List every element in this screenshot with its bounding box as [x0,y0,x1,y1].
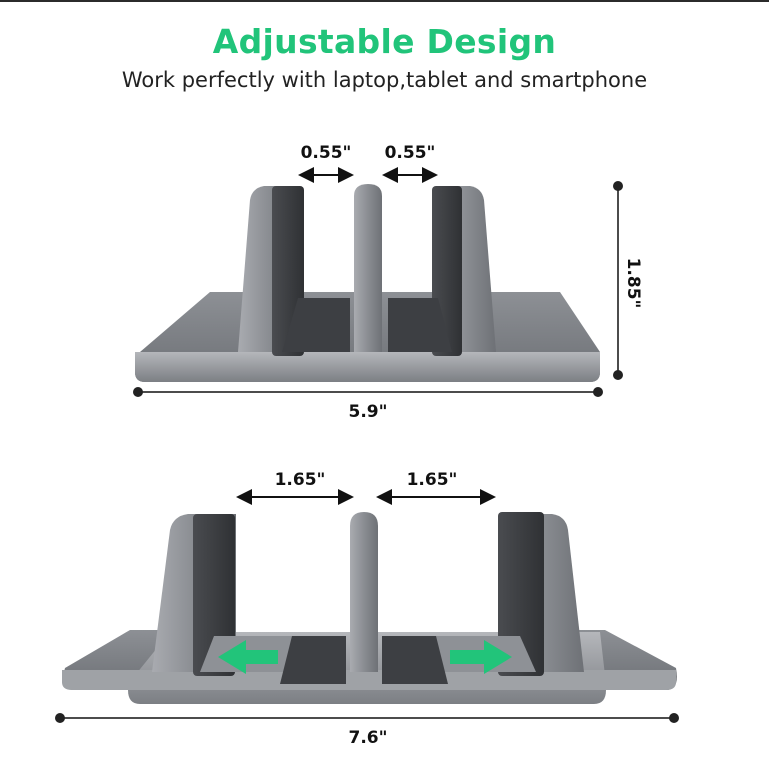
bottom-gap-right-label: 1.65" [407,470,458,490]
page-title: Adjustable Design [212,22,557,61]
bottom-width-label: 7.6" [349,728,388,748]
top-stand-slot-right [388,298,452,352]
adjust-right-arrow-icon [450,640,512,674]
bottom-gap-left-label: 1.65" [275,470,326,490]
top-width-dot-right [593,387,603,397]
top-border-line [0,0,769,2]
top-height-dot-bottom [613,370,623,380]
top-stand-center-upright [354,184,382,352]
bottom-stand-right-pad [498,512,544,676]
top-gap-right-label: 0.55" [385,143,436,163]
bottom-width-dot-left [55,713,65,723]
top-stand: 0.55" 0.55" 1.85" 5.9" [133,143,643,422]
page-subtitle: Work perfectly with laptop,tablet and sm… [121,68,648,92]
adjust-left-arrow-icon [218,640,278,674]
bottom-stand-slider-left [280,636,346,684]
bottom-stand-center-upright [350,512,378,672]
top-height-dot-top [613,181,623,191]
top-height-label: 1.85" [623,258,643,309]
top-width-label: 5.9" [349,402,388,422]
bottom-width-dot-right [669,713,679,723]
top-stand-slot-left [282,298,350,352]
bottom-stand: 1.65" 1.65" 7.6" [55,470,679,748]
bottom-stand-slider-right [382,636,448,684]
bottom-stand-left-pad [193,514,235,676]
top-gap-left-label: 0.55" [301,143,352,163]
top-width-dot-left [133,387,143,397]
